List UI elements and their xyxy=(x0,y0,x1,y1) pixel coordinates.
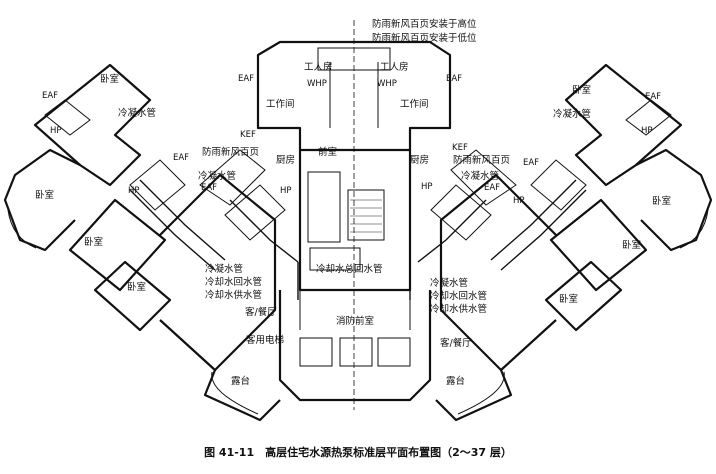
label-kitchen-right: 厨房 xyxy=(410,154,429,166)
label-hp-left-2: HP xyxy=(128,186,140,196)
right-wing xyxy=(417,63,713,422)
label-bedroom-right-3: 卧室 xyxy=(622,239,641,251)
label-condensate-left-1: 冷凝水管 xyxy=(118,107,156,119)
label-eaf-left-2: EAF xyxy=(173,153,189,163)
label-worker-room-right: 工人房 xyxy=(380,61,409,73)
label-elevator: 客用电梯 xyxy=(246,334,285,346)
label-left-cooling-return: 冷却水回水管 xyxy=(205,276,262,288)
label-rain-louver-left: 防雨新风百页 xyxy=(202,146,259,158)
label-condensate-left-2: 冷凝水管 xyxy=(198,170,236,182)
label-eaf-top-right: EAF xyxy=(446,74,462,84)
label-hp-right-1: HP xyxy=(641,126,653,136)
label-rain-louver-right: 防雨新风百页 xyxy=(453,154,510,166)
label-bedroom-left-2: 卧室 xyxy=(35,189,54,201)
label-condensate-right-2: 冷凝水管 xyxy=(461,170,499,182)
label-fire-lobby: 消防前室 xyxy=(336,315,374,327)
label-eaf-right-2: EAF xyxy=(523,158,539,168)
label-kitchen-left: 厨房 xyxy=(276,154,295,166)
label-lobby: 前室 xyxy=(318,146,337,158)
label-rain-louver-high: 防雨新风百页安装于高位 xyxy=(372,18,477,30)
plan-labels: 防雨新风百页安装于高位 防雨新风百页安装于低位 工人房 工人房 WHP WHP … xyxy=(35,18,671,387)
central-core xyxy=(256,20,452,410)
label-right-condensate-3: 冷凝水管 xyxy=(430,277,468,289)
label-kef-right: KEF xyxy=(452,143,468,153)
label-eaf-right-3: EAF xyxy=(484,183,500,193)
label-bedroom-left-4: 卧室 xyxy=(127,281,146,293)
label-bedroom-left-3: 卧室 xyxy=(84,236,103,248)
label-hp-center-right: HP xyxy=(421,182,433,192)
label-right-cooling-supply: 冷却水供水管 xyxy=(430,303,487,315)
label-rain-louver-low: 防雨新风百页安装于低位 xyxy=(372,32,477,44)
label-left-condensate-3: 冷凝水管 xyxy=(205,263,243,275)
label-workroom-right: 工作间 xyxy=(400,98,429,110)
label-eaf-right-1: EAF xyxy=(645,92,661,102)
label-left-cooling-supply: 冷却水供水管 xyxy=(205,289,262,301)
label-balcony-left: 露台 xyxy=(231,375,250,387)
label-workroom-left: 工作间 xyxy=(266,98,295,110)
label-hp-center-left: HP xyxy=(280,186,292,196)
label-bedroom-right-4: 卧室 xyxy=(559,293,578,305)
label-condensate-right-1: 冷凝水管 xyxy=(553,108,591,120)
label-right-cooling-return: 冷却水回水管 xyxy=(430,290,487,302)
label-whp-right: WHP xyxy=(377,79,397,89)
label-hp-right-2: HP xyxy=(513,196,525,206)
label-eaf-top-left: EAF xyxy=(238,74,254,84)
label-living-right: 客/餐厅 xyxy=(440,337,472,349)
figure-caption: 图 41-11 高层住宅水源热泵标准层平面布置图（2～37 层） xyxy=(204,446,512,459)
left-wing xyxy=(3,63,299,422)
label-living-left: 客/餐厅 xyxy=(245,306,277,318)
label-bedroom-right-2: 卧室 xyxy=(652,195,671,207)
label-kef-left: KEF xyxy=(240,130,256,140)
label-cooling-return-main: 冷却水总回水管 xyxy=(316,263,383,275)
label-bedroom-right-1: 卧室 xyxy=(572,84,591,96)
label-eaf-left-1: EAF xyxy=(42,91,58,101)
label-hp-left-1: HP xyxy=(50,126,62,136)
label-worker-room-left: 工人房 xyxy=(304,61,333,73)
label-whp-left: WHP xyxy=(307,79,327,89)
label-balcony-right: 露台 xyxy=(446,375,465,387)
label-eaf-left-3: EAF xyxy=(201,183,217,193)
label-bedroom-left-1: 卧室 xyxy=(100,73,119,85)
